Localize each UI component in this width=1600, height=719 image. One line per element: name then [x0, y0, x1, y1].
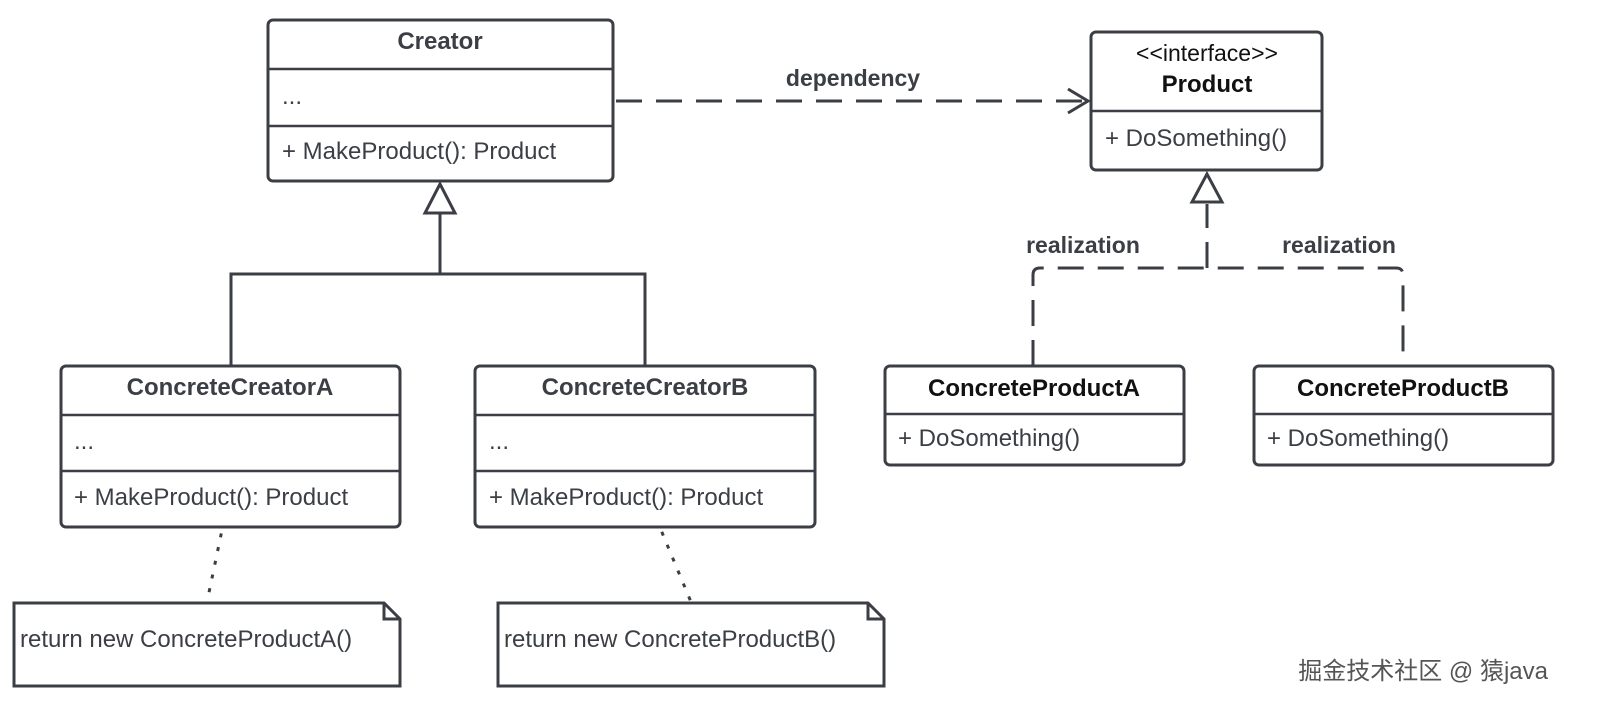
- realization-label-b: realization: [1282, 232, 1396, 258]
- product-stereotype: <<interface>>: [1136, 40, 1278, 66]
- concrete-product-b-box: [1252, 364, 1555, 467]
- note-a-text: return new ConcreteProductA(): [20, 626, 352, 653]
- concrete-creator-a-class: ConcreteCreatorA ... + MakeProduct(): Pr…: [59, 364, 402, 529]
- note-a-box: [12, 601, 402, 688]
- note-b: return new ConcreteProductB(): [496, 601, 886, 688]
- creator-box: [266, 18, 615, 183]
- product-box: [1089, 30, 1324, 172]
- concrete-creator-b-attributes: ...: [489, 428, 509, 455]
- note-b-text: return new ConcreteProductB(): [504, 626, 836, 653]
- concrete-creator-a-attributes: ...: [74, 428, 94, 455]
- concrete-product-b-title: ConcreteProductB: [1297, 375, 1509, 402]
- concrete-creator-b-title: ConcreteCreatorB: [542, 374, 749, 401]
- inheritance-connector: [229, 272, 647, 366]
- watermark-text: 掘金技术社区 @ 猿java: [1298, 658, 1548, 685]
- realization-label-a: realization: [1026, 232, 1140, 258]
- note-b-box: [496, 601, 886, 688]
- creator-method: + MakeProduct(): Product: [282, 138, 556, 165]
- note-a-fold: [382, 603, 400, 621]
- creator-attributes: ...: [282, 83, 302, 110]
- realization-triangle: [1189, 170, 1225, 204]
- dependency-label: dependency: [786, 65, 920, 91]
- concrete-product-a-method: + DoSomething(): [898, 425, 1080, 452]
- concrete-product-a-class: ConcreteProductA + DoSomething(): [883, 364, 1186, 467]
- concrete-creator-a-box: [59, 364, 402, 529]
- concrete-product-b-class: ConcreteProductB + DoSomething(): [1252, 364, 1555, 467]
- concrete-creator-b-box: [473, 364, 817, 529]
- concrete-product-b-method: + DoSomething(): [1267, 425, 1449, 452]
- concrete-product-a-title: ConcreteProductA: [928, 375, 1140, 402]
- note-a: return new ConcreteProductA(): [12, 601, 402, 688]
- concrete-product-a-box: [883, 364, 1186, 467]
- dependency-arrowhead: [1067, 87, 1091, 115]
- product-method: + DoSomething(): [1105, 125, 1287, 152]
- concrete-creator-b-class: ConcreteCreatorB ... + MakeProduct(): Pr…: [473, 364, 817, 529]
- concrete-creator-b-method: + MakeProduct(): Product: [489, 484, 763, 511]
- creator-title: Creator: [397, 28, 482, 55]
- creator-class: Creator ... + MakeProduct(): Product: [266, 18, 615, 183]
- concrete-creator-a-method: + MakeProduct(): Product: [74, 484, 348, 511]
- product-title: Product: [1162, 71, 1253, 98]
- product-interface: <<interface>> Product + DoSomething(): [1089, 30, 1324, 172]
- realization-connector: [1031, 266, 1405, 366]
- concrete-creator-a-title: ConcreteCreatorA: [127, 374, 334, 401]
- inheritance-triangle: [422, 180, 458, 215]
- note-b-fold: [866, 603, 884, 621]
